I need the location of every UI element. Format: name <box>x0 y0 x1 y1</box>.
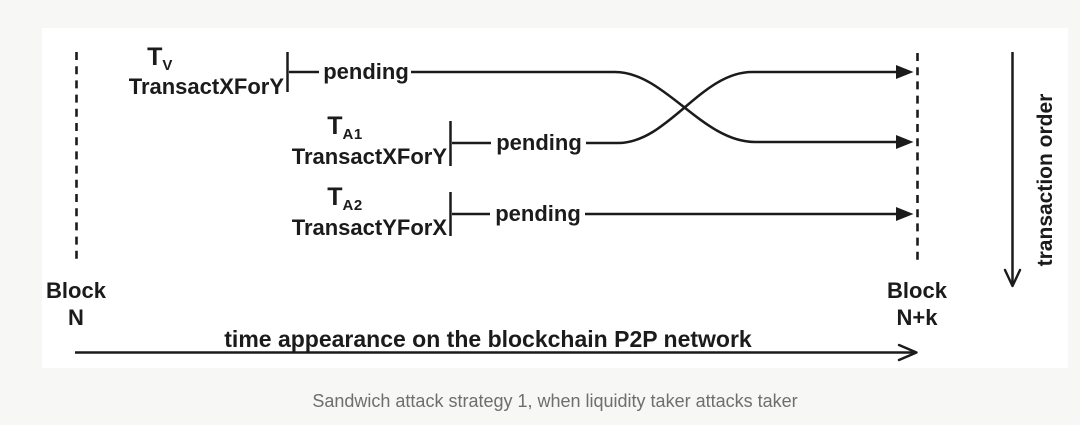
block-n-label: Block N <box>26 277 126 331</box>
figure-caption: Sandwich attack strategy 1, when liquidi… <box>312 391 798 411</box>
tv-pending-label: pending <box>323 59 409 84</box>
tv-symbol-subscript: V <box>162 57 173 74</box>
tv-symbol: TV <box>110 44 210 74</box>
block-n-label-line2: N <box>68 305 84 330</box>
ta1-pending-line-crossing-up <box>586 70 897 145</box>
order-axis-label: transaction order <box>1034 93 1057 267</box>
block-nk-label-line1: Block <box>887 278 947 303</box>
tv-symbol-main: T <box>147 43 163 71</box>
ta1-pending-label: pending <box>496 130 582 155</box>
time-axis-arrowhead <box>897 343 918 362</box>
ta1-symbol-main: T <box>327 112 343 140</box>
ta1-arrowhead <box>896 65 914 79</box>
ta1-symbol: TA1 <box>295 113 395 143</box>
block-n-label-line1: Block <box>46 278 106 303</box>
ta2-symbol: TA2 <box>295 184 395 214</box>
ta1-symbol-subscript: A1 <box>342 126 363 143</box>
tv-transaction-name: TransactXForY <box>128 74 284 99</box>
ta2-symbol-subscript: A2 <box>342 197 363 214</box>
ta2-symbol-main: T <box>327 183 343 211</box>
tv-arrowhead <box>896 135 914 149</box>
order-axis-arrowhead <box>1003 268 1022 288</box>
figure-canvas <box>42 28 1068 368</box>
ta2-arrowhead <box>896 207 914 221</box>
ta2-transaction-name: TransactYForX <box>291 215 447 240</box>
time-axis-label: time appearance on the blockchain P2P ne… <box>224 326 752 352</box>
block-nk-label: Block N+k <box>867 277 967 331</box>
ta1-transaction-name: TransactXForY <box>291 144 447 169</box>
block-nk-label-line2: N+k <box>896 305 938 330</box>
ta2-pending-label: pending <box>495 201 581 226</box>
